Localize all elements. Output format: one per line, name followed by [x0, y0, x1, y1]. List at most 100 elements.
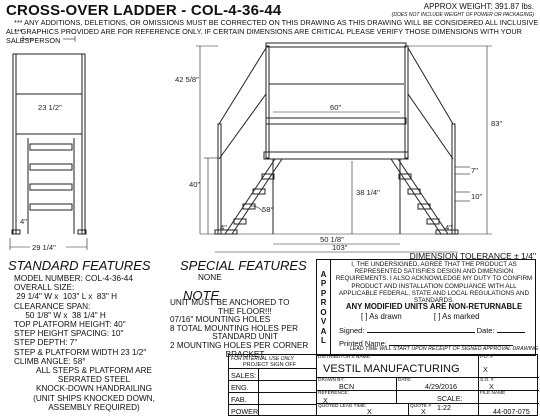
project-signoff-label: PROJECT SIGN OFF	[243, 362, 297, 368]
dim-climb-angle: 58°	[262, 205, 273, 214]
signoff-row: ENG.	[229, 381, 259, 393]
approval-letter: L	[321, 336, 326, 345]
standard-features-list: MODEL NUMBER: COL-4-36-44 OVERALL SIZE: …	[14, 274, 174, 412]
special-features-value: NONE	[198, 273, 222, 282]
std-line: ALL STEPS & PLATFORM ARE	[35, 366, 153, 376]
signoff-fab-field[interactable]	[259, 393, 317, 405]
dim-step-depth: 7"	[471, 166, 478, 175]
dim-total-height-right: 83"	[491, 119, 502, 128]
note-line: 07/16" MOUNTING HOLES	[170, 315, 271, 325]
weight-value: APPROX WEIGHT: 391.87 lbs.	[423, 2, 534, 11]
approval-letter: R	[320, 298, 327, 307]
std-line: CLEARANCE SPAN:	[14, 301, 91, 311]
special-features-heading: SPECIAL FEATURES	[180, 258, 307, 273]
scale-cell: SCALE: 1:22	[397, 391, 479, 412]
dimension-tolerance: DIMENSION TOLERANCE ± 1/4"	[409, 251, 536, 261]
standard-features-heading: STANDARD FEATURES	[8, 258, 151, 273]
signoff-row: SALES:	[229, 369, 259, 381]
signoff-row: FAB.	[229, 393, 259, 405]
as-marked-checkbox[interactable]: [ ] As marked	[433, 312, 480, 321]
drawing-title: CROSS-OVER LADDER - COL-4-36-44	[6, 2, 282, 19]
dim-total-height-left: 42 5/8"	[175, 75, 199, 84]
file-number-value: 44-007-075	[493, 407, 530, 416]
po-value: X	[483, 365, 488, 374]
reference-cell: REFERENCE: X	[317, 391, 397, 405]
quote-value: X	[421, 407, 426, 416]
so-value: X	[489, 382, 494, 391]
signoff-sales-label: SALES:	[231, 371, 257, 380]
distributor-cell: DISTRIBUTOR'S NAME: VESTIL MANUFACTURING	[317, 355, 479, 378]
date-value: 4/29/2016	[425, 382, 457, 391]
std-line: STEP & PLATFORM WIDTH 23 1/2"	[14, 347, 147, 357]
dim-clearance-height: 38 1/4"	[356, 188, 380, 197]
signoff-power-label: POWER	[231, 407, 259, 416]
note-line: STANDARD UNIT	[212, 332, 278, 342]
printed-name-field[interactable]	[389, 339, 514, 346]
title-block: FOR INTERNAL USE ONLY PROJECT SIGN OFF S…	[228, 354, 539, 416]
technical-drawing: 23 1/2" 29 1/4" 4" 42 5/8" 40" 60" 83" 5…	[9, 36, 502, 253]
approval-box: A P P R O V A L I, THE UNDERSIGNED, AGRE…	[316, 259, 536, 356]
po-label: P.O. #	[480, 355, 493, 360]
file-name-cell: FILE NAME	[479, 391, 539, 404]
signoff-power-field[interactable]	[259, 405, 317, 416]
date-field[interactable]	[496, 326, 525, 333]
dim-side-foot: 4"	[20, 217, 27, 226]
reference-notice: ALL GRAPHICS PROVIDED ARE FOR REFERENCE …	[6, 27, 522, 45]
as-drawn-checkbox[interactable]: [ ] As drawn	[361, 312, 402, 321]
std-line: SERRATED STEEL	[57, 375, 131, 385]
note-line: 8 TOTAL MOUNTING HOLES PER	[170, 323, 298, 333]
approval-letter: P	[320, 288, 327, 298]
signoff-row: POWER	[229, 405, 259, 416]
drawn-by-value: BCN	[339, 382, 355, 391]
std-line: STEP HEIGHT SPACING: 10"	[14, 329, 124, 339]
reference-value: X	[323, 396, 328, 405]
signature-row: Signed: Date:	[339, 326, 533, 335]
note-line: UNIT MUST BE ANCHORED TO	[170, 298, 290, 307]
std-line: CLIMB ANGLE: 58°	[14, 356, 86, 366]
date-label: Date:	[476, 326, 495, 335]
quoted-lead-label: QUOTED LEAD TIME:	[318, 404, 367, 409]
signature-field[interactable]	[366, 326, 475, 333]
std-line: 29 1/4" W x 103" L x 83" H	[14, 292, 118, 302]
signoff-sales-field[interactable]	[259, 369, 317, 381]
std-line: MODEL NUMBER: COL-4-36-44	[14, 274, 133, 283]
note-line: THE FLOOR!!!	[218, 306, 272, 316]
approval-letter: A	[320, 326, 327, 336]
dim-inner-span: 60"	[330, 103, 341, 112]
std-line: STEP DEPTH: 7"	[14, 338, 78, 348]
dim-foot-left: 4"	[220, 223, 227, 232]
std-line: ASSEMBLY REQUIRED)	[48, 402, 140, 412]
file-name-label: FILE NAME	[480, 391, 506, 396]
dim-side-base: 29 1/4"	[32, 243, 56, 252]
std-line: TOP PLATFORM HEIGHT: 40"	[14, 320, 126, 330]
inclusive-notice: *** ANY ADDITIONS, DELETIONS, OR OMISSIO…	[14, 18, 539, 36]
approval-letter: O	[320, 307, 327, 317]
dim-step-width: 23 1/2"	[38, 103, 62, 112]
signed-label: Signed:	[339, 326, 365, 335]
note-list: UNIT MUST BE ANCHORED TO THE FLOOR!!! 07…	[170, 298, 320, 359]
quote-cell: QUOTE # X	[409, 404, 479, 416]
std-line: KNOCK-DOWN HANDRAILING	[36, 384, 152, 394]
printed-name-row: Printed Name:	[339, 339, 514, 348]
side-view	[11, 53, 87, 235]
dim-step-spacing: 10"	[471, 192, 482, 201]
std-line: 50 1/8" W x 38 1/4" H	[14, 310, 106, 320]
drawn-by-label: DRAWN BY:	[318, 378, 345, 383]
so-cell: S.O. # X	[479, 378, 539, 391]
po-cell: P.O. # X	[479, 355, 539, 378]
non-returnable-warning: ANY MODIFIED UNITS ARE NON-RETURNABLE	[345, 302, 523, 311]
quoted-lead-value: X	[367, 407, 372, 416]
std-line: (UNIT SHIPS KNOCKED DOWN,	[33, 393, 155, 403]
quoted-lead-cell: QUOTED LEAD TIME: X	[317, 404, 409, 416]
file-number-cell: 44-007-075	[479, 404, 539, 416]
dim-platform-top: 40"	[189, 180, 200, 189]
dim-overall-width: 103"	[332, 243, 348, 252]
signoff-eng-field[interactable]	[259, 381, 317, 393]
distributor-label: DISTRIBUTOR'S NAME:	[318, 355, 372, 360]
reference-label: REFERENCE:	[318, 391, 349, 396]
note-line: 2 MOUNTING HOLES PER CORNER	[170, 340, 309, 350]
scale-value: SCALE: 1:22	[437, 394, 463, 412]
dim-foot-right: 4"	[445, 223, 452, 232]
so-label: S.O. #	[480, 378, 494, 383]
std-line: OVERALL SIZE:	[14, 283, 75, 293]
